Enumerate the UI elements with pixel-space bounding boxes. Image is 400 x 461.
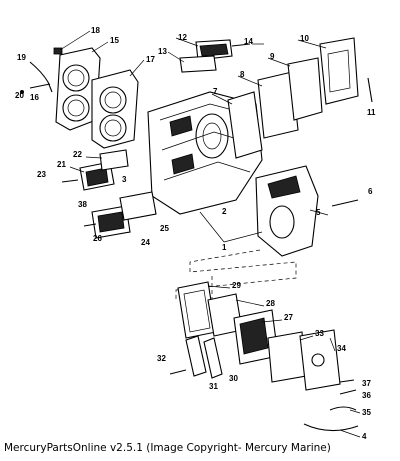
transfer-cover <box>257 71 299 139</box>
reed-valve-assembly <box>177 281 341 391</box>
callout-7: 7 <box>213 87 218 96</box>
callout-23: 23 <box>37 170 46 179</box>
callout-14: 14 <box>244 37 253 46</box>
callout-20: 20 <box>15 91 24 100</box>
callout-22: 22 <box>73 150 82 159</box>
callout-30: 30 <box>229 374 238 383</box>
callout-19: 19 <box>17 53 26 62</box>
callout-34: 34 <box>337 344 346 353</box>
callout-27: 27 <box>284 313 293 322</box>
callout-24: 24 <box>141 238 150 247</box>
callout-11: 11 <box>367 108 376 117</box>
callout-25: 25 <box>160 224 169 233</box>
callout-1: 1 <box>222 243 227 252</box>
callout-6: 6 <box>368 187 373 196</box>
callout-17: 17 <box>146 55 155 64</box>
callout-16: 16 <box>30 93 39 102</box>
callout-26: 26 <box>93 234 102 243</box>
reed-plate-lower <box>91 191 157 239</box>
reed-plate-upper <box>79 149 129 191</box>
callout-15: 15 <box>110 36 119 45</box>
callout-28: 28 <box>266 299 275 308</box>
reed-block-top <box>179 39 251 73</box>
callout-36: 36 <box>362 391 371 400</box>
callout-10: 10 <box>300 34 309 43</box>
callout-29: 29 <box>232 281 241 290</box>
crankcase-half <box>255 165 359 257</box>
callout-35: 35 <box>362 408 371 417</box>
callout-18: 18 <box>91 26 100 35</box>
callout-37: 37 <box>362 379 371 388</box>
transfer-cover-gasket <box>287 57 323 121</box>
callout-4: 4 <box>362 432 367 441</box>
callout-8: 8 <box>240 70 245 79</box>
callout-2: 2 <box>222 207 227 216</box>
callout-12: 12 <box>178 33 187 42</box>
callout-38: 38 <box>78 200 87 209</box>
callout-13: 13 <box>158 47 167 56</box>
callout-3: 3 <box>122 175 127 184</box>
callout-21: 21 <box>57 160 66 169</box>
callout-33: 33 <box>315 329 324 338</box>
crankcase-gasket <box>227 91 263 159</box>
callout-31: 31 <box>209 382 218 391</box>
callout-32: 32 <box>157 354 166 363</box>
cylinder-head <box>91 69 139 149</box>
image-copyright-caption: MercuryPartsOnline v2.5.1 (Image Copyrig… <box>4 442 331 454</box>
callout-9: 9 <box>270 52 275 61</box>
